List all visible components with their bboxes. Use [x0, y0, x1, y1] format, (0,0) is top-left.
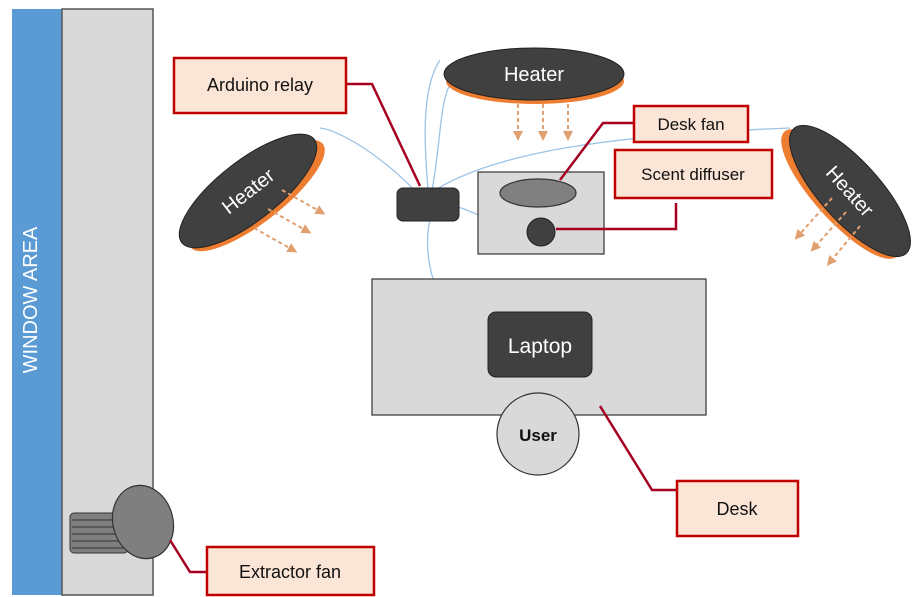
- callout-scent-diffuser-label: Scent diffuser: [641, 165, 745, 184]
- scent-diffuser: [526, 217, 556, 247]
- callout-desk-fan: Desk fan: [632, 104, 750, 144]
- user: [496, 392, 580, 476]
- user-label: User: [519, 426, 557, 445]
- window-area-label: WINDOW AREA: [20, 226, 42, 373]
- callout-arduino-relay-label: Arduino relay: [207, 75, 313, 95]
- heater-top: Heater: [443, 47, 625, 141]
- callout-extractor-fan: Extractor fan: [205, 545, 376, 597]
- heat-arrows-right: [794, 197, 861, 266]
- callout-desk-fan-label: Desk fan: [657, 115, 724, 134]
- heater-top-label: Heater: [504, 64, 564, 86]
- callout-arduino-relay: Arduino relay: [172, 56, 348, 115]
- heater-left: Heater: [178, 133, 325, 252]
- desk-fan: [499, 178, 577, 208]
- heater-right: Heater: [781, 124, 911, 259]
- heat-arrows-left: [253, 189, 326, 253]
- heat-arrows-top: [513, 104, 573, 141]
- callout-extractor-fan-label: Extractor fan: [239, 562, 341, 582]
- extractor-fan: [69, 484, 175, 560]
- callout-scent-diffuser: Scent diffuser: [613, 148, 774, 200]
- arduino-relay-box: [396, 187, 460, 222]
- callout-desk-label: Desk: [716, 499, 758, 519]
- callout-leaders: [168, 82, 678, 574]
- laptop-label: Laptop: [508, 335, 572, 358]
- laptop: [487, 311, 593, 378]
- window-area: [12, 9, 62, 595]
- callout-desk: Desk: [675, 479, 800, 538]
